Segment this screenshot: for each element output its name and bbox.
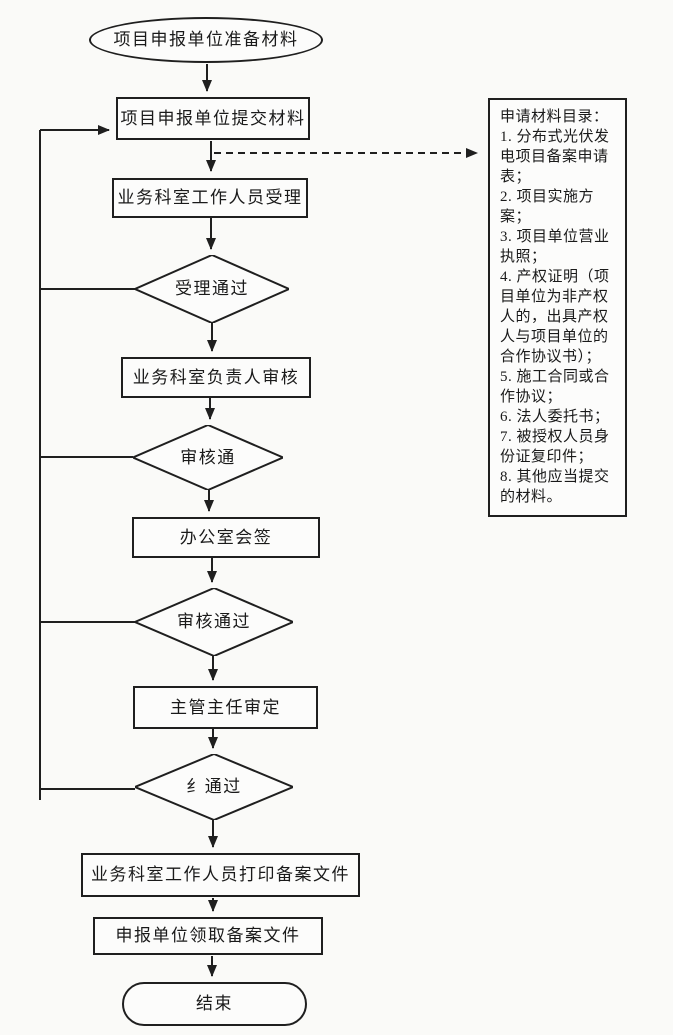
node-print-label: 业务科室工作人员打印备案文件 (91, 865, 350, 885)
decision-review-passed-2: 审核通过 (135, 588, 293, 656)
node-end: 结束 (122, 982, 307, 1026)
node-print-documents: 业务科室工作人员打印备案文件 (81, 853, 360, 897)
node-accept-label: 业务科室工作人员受理 (117, 188, 303, 208)
decision-acceptance-passed: 受理通过 (135, 255, 289, 323)
node-director-label: 主管主任审定 (170, 697, 281, 717)
materials-catalog-items: 1. 分布式光伏发电项目备案申请表； 2. 项目实施方案； 3. 项目单位营业执… (500, 129, 610, 505)
node-start-label: 项目申报单位准备材料 (113, 30, 299, 50)
node-submit-materials: 项目申报单位提交材料 (116, 97, 310, 140)
decision-review-passed-1: 审核通 (133, 425, 283, 490)
node-countersign-label: 办公室会签 (179, 527, 273, 547)
decision-final-label: 纟通过 (186, 777, 242, 797)
node-chief-review: 业务科室负责人审核 (121, 357, 311, 398)
node-office-countersign: 办公室会签 (132, 517, 320, 558)
node-receive-label: 申报单位领取备案文件 (115, 926, 301, 946)
node-chief-review-label: 业务科室负责人审核 (132, 367, 300, 387)
node-director-approve: 主管主任审定 (133, 686, 318, 729)
node-start: 项目申报单位准备材料 (89, 17, 323, 63)
node-end-label: 结束 (196, 994, 233, 1014)
materials-catalog-box: 申请材料目录： 1. 分布式光伏发电项目备案申请表； 2. 项目实施方案； 3.… (488, 98, 627, 517)
decision-acceptance-label: 受理通过 (175, 279, 249, 299)
decision-review1-label: 审核通 (180, 447, 236, 467)
decision-final-passed: 纟通过 (135, 754, 293, 820)
node-submit-label: 项目申报单位提交材料 (120, 108, 306, 128)
materials-catalog-title: 申请材料目录： (500, 109, 609, 125)
node-receive-documents: 申报单位领取备案文件 (93, 917, 323, 955)
decision-review2-label: 审核通过 (177, 612, 251, 632)
node-staff-accept: 业务科室工作人员受理 (112, 178, 308, 218)
